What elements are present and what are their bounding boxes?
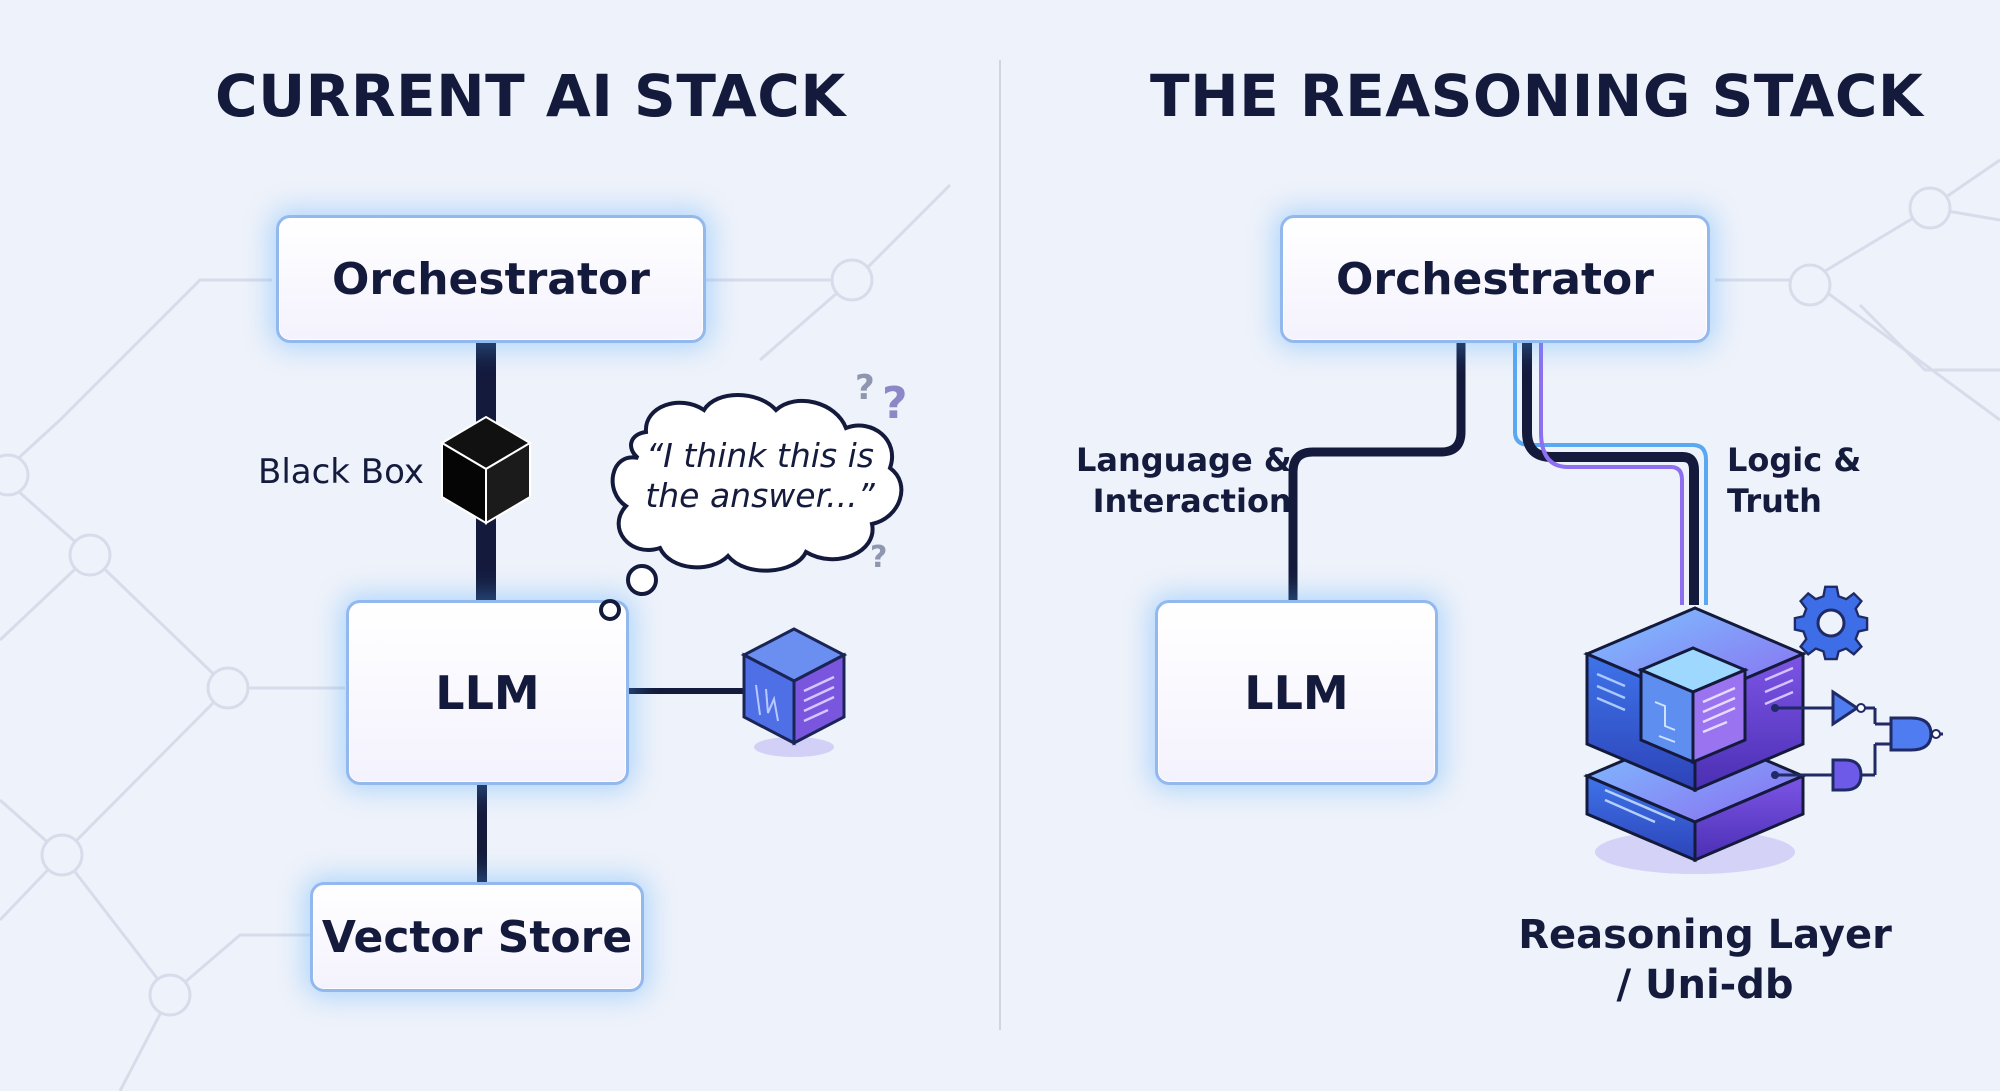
logic-line-1: Logic & — [1727, 441, 1862, 479]
reasoning-cube-icon — [1583, 606, 1807, 874]
connector-logic-core — [1522, 340, 1699, 605]
reasoning-line-2: / Uni-db — [1616, 962, 1794, 1008]
small-data-cube-icon — [740, 627, 848, 757]
logic-line-2: Truth — [1727, 482, 1822, 520]
thought-bubble-icon — [599, 393, 904, 621]
thought-text: “I think this is the answer...” — [620, 436, 900, 516]
logic-truth-label: Logic & Truth — [1727, 440, 1861, 522]
question-mark-1: ? — [855, 368, 875, 408]
black-cube-icon — [440, 415, 532, 525]
thought-line-1: “I think this is — [646, 436, 874, 475]
left-orchestrator-label: Orchestrator — [332, 253, 650, 305]
left-llm-label: LLM — [435, 665, 540, 720]
black-box-label: Black Box — [258, 452, 424, 492]
vector-store-node[interactable]: Vector Store — [310, 882, 644, 992]
right-orchestrator-label: Orchestrator — [1336, 253, 1654, 305]
connector-language — [1288, 340, 1466, 600]
vector-store-label: Vector Store — [321, 911, 633, 963]
reasoning-layer-label: Reasoning Layer / Uni-db — [1518, 910, 1892, 1010]
logic-gate-icon — [1771, 689, 1943, 792]
right-panel-title: THE REASONING STACK — [1150, 62, 1924, 130]
question-mark-3: ? — [870, 540, 888, 575]
left-orchestrator-node[interactable]: Orchestrator — [276, 215, 706, 343]
thought-line-2: the answer...” — [645, 476, 875, 515]
connector-logic-outer — [1513, 340, 1708, 605]
left-panel-title: CURRENT AI STACK — [215, 62, 846, 130]
left-llm-node[interactable]: LLM — [346, 600, 629, 785]
language-interaction-label: Language & Interaction — [1076, 440, 1292, 522]
language-line-1: Language & — [1076, 441, 1292, 479]
connector-logic-inner — [1539, 340, 1684, 605]
gear-icon — [1793, 585, 1869, 661]
right-llm-label: LLM — [1244, 665, 1349, 720]
reasoning-line-1: Reasoning Layer — [1518, 912, 1892, 958]
question-mark-2: ? — [882, 378, 908, 429]
right-llm-node[interactable]: LLM — [1155, 600, 1438, 785]
language-line-2: Interaction — [1092, 482, 1292, 520]
right-orchestrator-node[interactable]: Orchestrator — [1280, 215, 1710, 343]
